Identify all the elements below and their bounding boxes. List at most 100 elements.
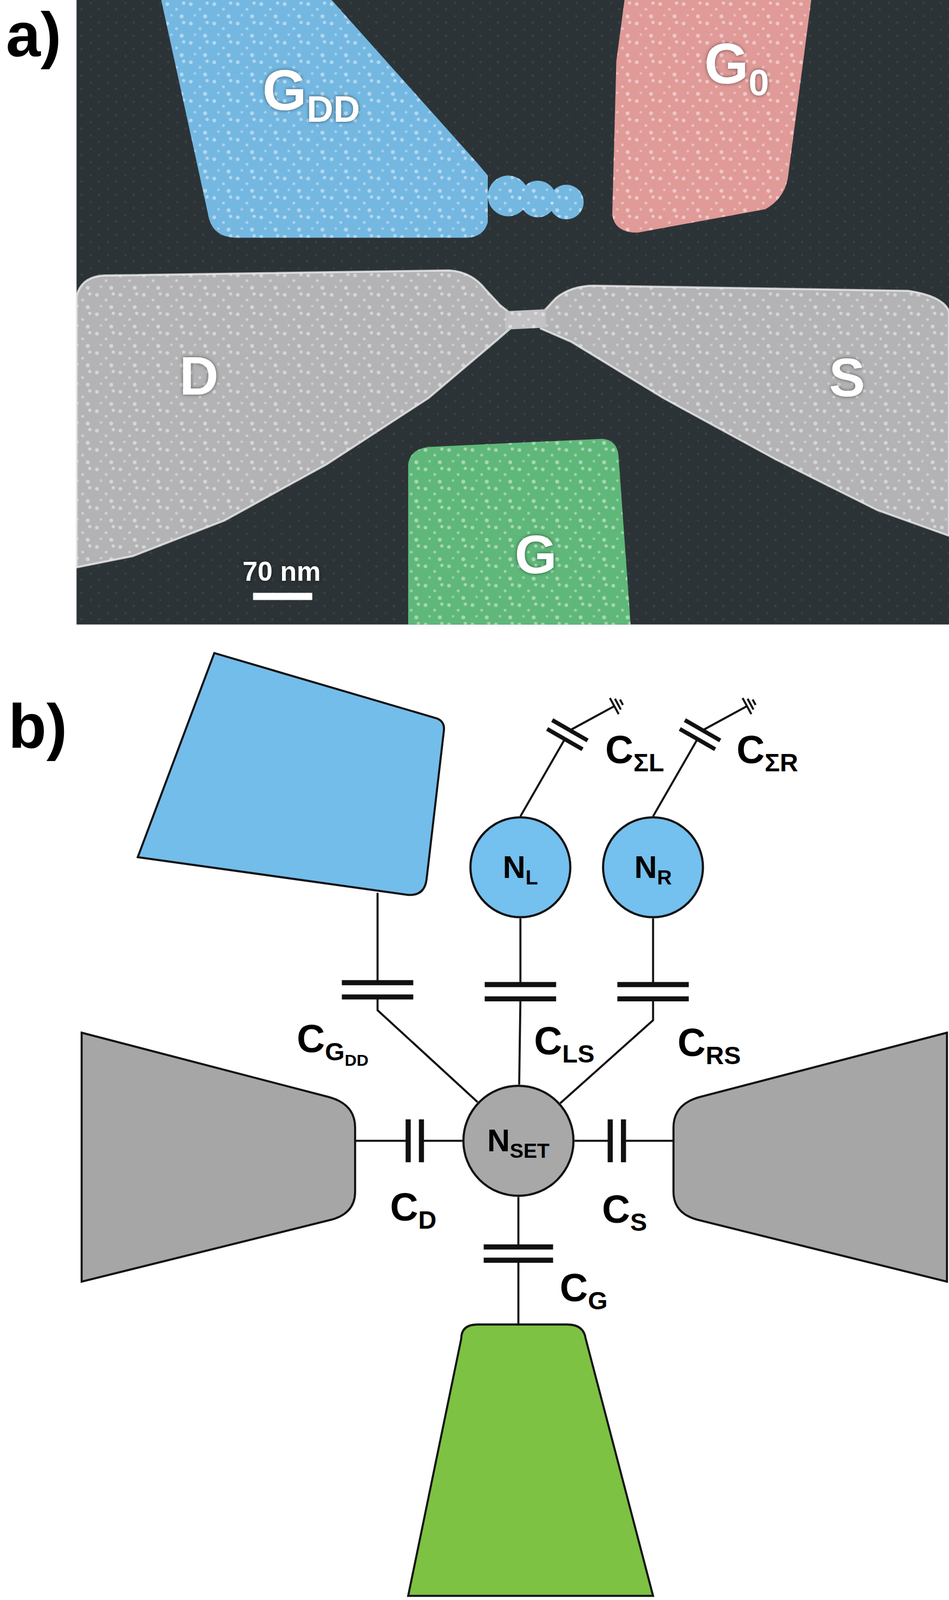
text-part: b) [8, 691, 68, 762]
text-part: C [389, 1185, 418, 1229]
electrode-texture [161, 0, 584, 238]
gdd-electrode [161, 0, 584, 238]
capacitance-label: CG [559, 1268, 608, 1308]
electrode-texture [612, 0, 812, 233]
capacitance-label: CGDD [296, 1019, 369, 1059]
wire [651, 918, 654, 985]
capacitance-label: CD [389, 1187, 437, 1227]
text-part: D [417, 1206, 437, 1235]
gate-electrode [408, 439, 631, 625]
text-part: S [828, 347, 866, 408]
ground-line [619, 699, 623, 705]
capacitance-label: CΣR [736, 730, 799, 770]
electrode-name: D [179, 348, 219, 403]
capacitor-plate [679, 729, 716, 750]
ground-line [610, 698, 619, 715]
capacitance-label: CG [559, 1268, 608, 1308]
text-part: N [502, 849, 526, 885]
subscript: SET [509, 1139, 550, 1163]
wire [376, 893, 379, 984]
subscript: R [657, 866, 672, 889]
capacitance-label: CRS [677, 1023, 742, 1063]
text-part: RS [705, 1041, 742, 1070]
scale-label: 70 nm [242, 558, 322, 586]
sem-background [76, 0, 949, 625]
text-part: DD [344, 1050, 369, 1070]
island-node: NL [469, 816, 572, 919]
capacitance-label: CRS [677, 1023, 742, 1063]
text-part: a) [5, 0, 62, 70]
text-part: C [736, 728, 765, 772]
capacitor-plate [405, 1119, 411, 1163]
island-circle [463, 1085, 574, 1196]
text-part: L [525, 866, 539, 889]
capacitance-label: CΣR [736, 730, 799, 770]
sem-texture [76, 0, 949, 625]
subscript: ΣL [633, 748, 665, 777]
wire [421, 1140, 462, 1143]
wire [574, 1140, 611, 1143]
wire [560, 998, 654, 1104]
text-part: DD [306, 87, 361, 129]
subscript: ΣR [764, 748, 799, 777]
wire [517, 1260, 520, 1325]
subscript: D [417, 1206, 437, 1235]
scale-bar [252, 592, 312, 600]
capacitance-label: CLS [533, 1021, 595, 1061]
text-part: 0 [748, 61, 770, 103]
wire [520, 738, 565, 817]
capacitor-plate [617, 982, 689, 987]
island-node: NR [601, 816, 704, 919]
subscript: RS [705, 1041, 742, 1070]
island-label: NSET [487, 1124, 550, 1157]
electrode-name: S [828, 350, 866, 405]
panel-letter: b) [8, 695, 68, 758]
text-part: G [704, 31, 749, 95]
text-part: C [533, 1019, 562, 1063]
capacitor-plate [617, 996, 689, 1002]
electrode-name: G [514, 527, 558, 582]
gdd-electrode-symbol [137, 653, 444, 896]
text-part: ΣR [764, 748, 799, 777]
electrode-name: G [514, 527, 558, 582]
ground-symbol [610, 694, 626, 715]
wire [570, 706, 615, 731]
set-island-bridge [505, 309, 546, 330]
electrode-name: GDD [262, 61, 361, 119]
capacitance-label: CLS [533, 1021, 595, 1061]
text-part: G [587, 1286, 608, 1315]
subscript: GDD [324, 1037, 369, 1066]
text-part: G [262, 57, 307, 122]
electrode-name: G0 [704, 34, 770, 92]
subscript: DD [344, 1050, 369, 1070]
drain-electrode-symbol [81, 1032, 356, 1282]
capacitor-plate [484, 982, 556, 987]
wire [517, 1196, 520, 1247]
capacitor-plate [547, 729, 583, 750]
text-part: G [324, 1037, 345, 1066]
text-part: R [657, 866, 672, 889]
island-label: NR [634, 851, 672, 883]
scale-label: 70 nm [242, 558, 322, 586]
text-part: G [514, 524, 558, 585]
subscript: G [587, 1286, 608, 1315]
electrode-name: D [179, 348, 219, 403]
text-part: C [601, 1187, 631, 1232]
electrode-name: GDD [262, 61, 361, 119]
text-part: C [559, 1266, 588, 1310]
island-circle [470, 817, 571, 918]
ground-line [752, 699, 756, 705]
gate-electrode-symbol [408, 1324, 653, 1596]
electrode-name: G0 [704, 34, 770, 92]
text-part: C [677, 1021, 706, 1065]
capacitance-label: CD [389, 1187, 437, 1227]
subscript: LS [561, 1039, 595, 1069]
subscript: DD [306, 87, 361, 129]
capacitor-plate [341, 980, 414, 986]
capacitor-plate [483, 1244, 553, 1250]
